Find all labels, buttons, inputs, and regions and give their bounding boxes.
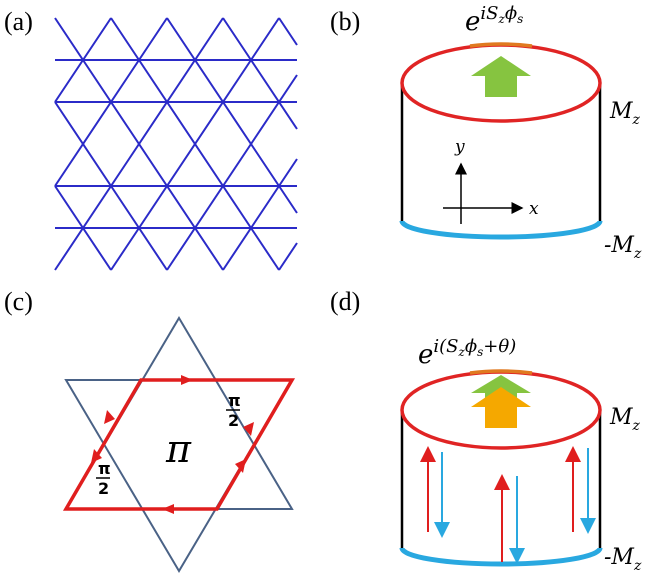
lattice-bond — [54, 17, 224, 271]
svg-text:2: 2 — [98, 479, 109, 498]
kagome-lattice — [54, 17, 298, 271]
lattice-bond — [222, 158, 298, 271]
phase-factor-b: eiSzϕs — [465, 3, 523, 37]
axis-x-label: x — [529, 199, 539, 219]
loop-arrow — [91, 449, 102, 463]
top-magnetization-label-b: Mz — [609, 99, 641, 128]
panel-b-cylinder — [399, 42, 603, 240]
phase-factor-d: ei(Szϕs+θ) — [418, 336, 516, 370]
flux-corner-bottom-left: π 2 — [96, 459, 111, 498]
bottom-magnetization-label-d: -Mz — [604, 545, 642, 574]
svg-text:π: π — [98, 459, 111, 478]
svg-text:π: π — [228, 391, 241, 410]
panel-c-label: (c) — [4, 287, 33, 316]
lattice-bond — [54, 101, 168, 271]
bottom-magnetization-label-b: -Mz — [604, 233, 642, 262]
axis-y-label: y — [454, 137, 465, 157]
lattice-bond — [278, 17, 298, 46]
loop-arrow — [181, 375, 193, 385]
flux-corner-top-right: π 2 — [226, 391, 241, 430]
lattice-bond — [222, 17, 298, 130]
green-spin-arrow — [471, 56, 531, 97]
lattice-bond — [278, 242, 298, 271]
loop-arrow — [235, 459, 246, 473]
lattice-bond — [166, 17, 298, 214]
loop-arrow — [243, 422, 254, 436]
lattice-bond — [166, 74, 298, 271]
panel-b-label: (b) — [330, 7, 360, 36]
panel-d-cylinder — [399, 369, 603, 567]
flux-loop — [62, 375, 296, 514]
svg-text:2: 2 — [228, 411, 239, 430]
lattice-bond — [54, 185, 112, 271]
loop-arrow — [104, 410, 115, 424]
orange-spin-arrow — [471, 387, 531, 428]
flux-center-label: π — [165, 427, 192, 471]
loop-arrow — [162, 504, 174, 514]
top-magnetization-label-d: Mz — [609, 405, 641, 434]
panel-d-label: (d) — [330, 287, 360, 316]
panel-a-label: (a) — [4, 7, 33, 36]
lattice-bond — [110, 17, 280, 271]
